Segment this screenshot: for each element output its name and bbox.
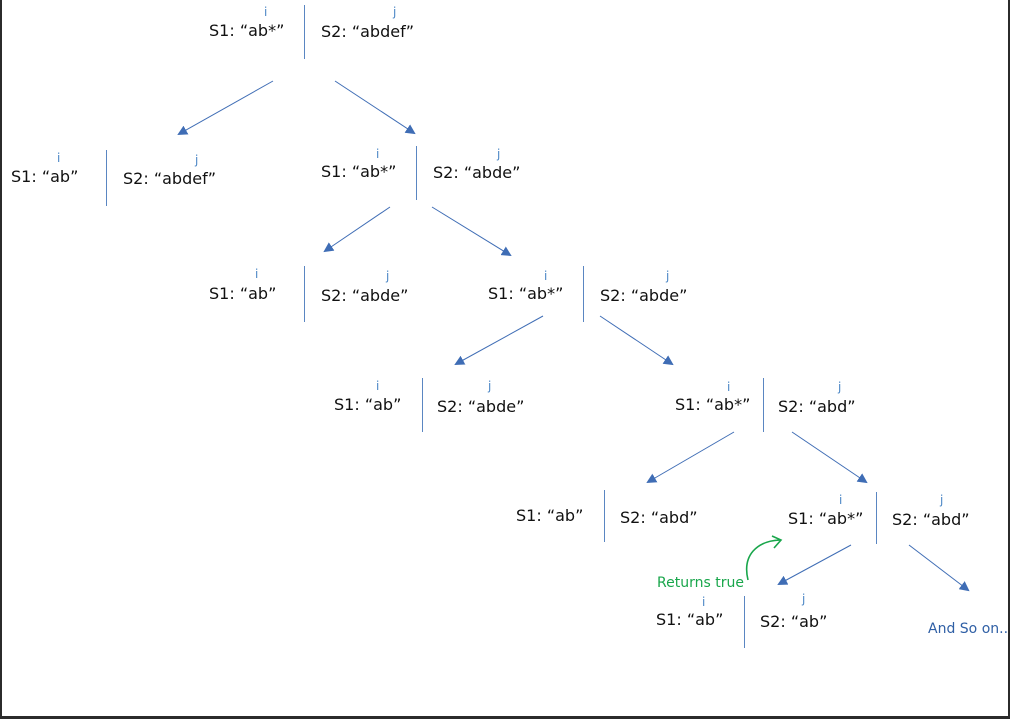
edge-l4-to-left (777, 544, 852, 585)
node-divider (416, 146, 417, 200)
pointer-j: j (838, 380, 842, 394)
s2-label: S2: “abde” (600, 286, 688, 305)
s1-label: S1: “ab” (516, 506, 584, 525)
s1-label: S1: “ab” (209, 284, 277, 303)
s1-label: S1: “ab*” (488, 284, 564, 303)
node-divider (876, 492, 877, 544)
s2-label: S2: “abde” (321, 286, 409, 305)
pointer-j: j (802, 592, 806, 606)
s1-label: S1: “ab” (11, 167, 79, 186)
edge-root-to-right (334, 80, 416, 135)
node-divider (583, 266, 584, 322)
node-divider (744, 596, 745, 648)
s2-label: S2: “abd” (620, 508, 698, 527)
s2-label: S2: “abde” (437, 397, 525, 416)
s2-label: S2: “abd” (778, 397, 856, 416)
s2-label: S2: “abdef” (321, 22, 414, 41)
edge-l4-to-right (908, 544, 970, 592)
edge-l3-to-left (646, 431, 735, 484)
s1-label: S1: “ab*” (675, 395, 751, 414)
node-divider (304, 5, 305, 59)
s2-label: S2: “ab” (760, 612, 828, 631)
pointer-i: i (255, 267, 259, 281)
edge-l3-to-right (791, 431, 868, 484)
pointer-j: j (497, 147, 501, 161)
s1-label: S1: “ab” (656, 610, 724, 629)
returns-true-label: Returns true (657, 575, 744, 591)
s2-label: S2: “abdef” (123, 169, 216, 188)
s1-label: S1: “ab” (334, 395, 402, 414)
node-divider (304, 266, 305, 322)
pointer-i: i (376, 379, 380, 393)
pointer-i: i (57, 151, 61, 165)
pointer-i: i (376, 147, 380, 161)
s1-label: S1: “ab*” (209, 21, 285, 40)
node-divider (422, 378, 423, 432)
edge-l1-to-left (323, 206, 391, 253)
and-so-on-label: And So on... (928, 621, 1010, 637)
pointer-j: j (386, 269, 390, 283)
s2-label: S2: “abde” (433, 163, 521, 182)
edge-l1-to-right (431, 206, 512, 257)
pointer-i: i (839, 493, 843, 507)
pointer-i: i (264, 5, 268, 19)
s1-label: S1: “ab*” (321, 162, 397, 181)
s1-label: S1: “ab*” (788, 509, 864, 528)
pointer-i: i (702, 595, 706, 609)
node-divider (604, 490, 605, 542)
pointer-i: i (544, 269, 548, 283)
edge-root-to-left (177, 80, 274, 135)
pointer-j: j (195, 153, 199, 167)
node-divider (106, 150, 107, 206)
edge-l2-to-right (599, 315, 674, 366)
pointer-i: i (727, 380, 731, 394)
pointer-j: j (666, 269, 670, 283)
pointer-j: j (488, 379, 492, 393)
s2-label: S2: “abd” (892, 510, 970, 529)
pointer-j: j (393, 5, 397, 19)
pointer-j: j (940, 493, 944, 507)
node-divider (763, 378, 764, 432)
edge-l2-to-left (454, 315, 544, 365)
